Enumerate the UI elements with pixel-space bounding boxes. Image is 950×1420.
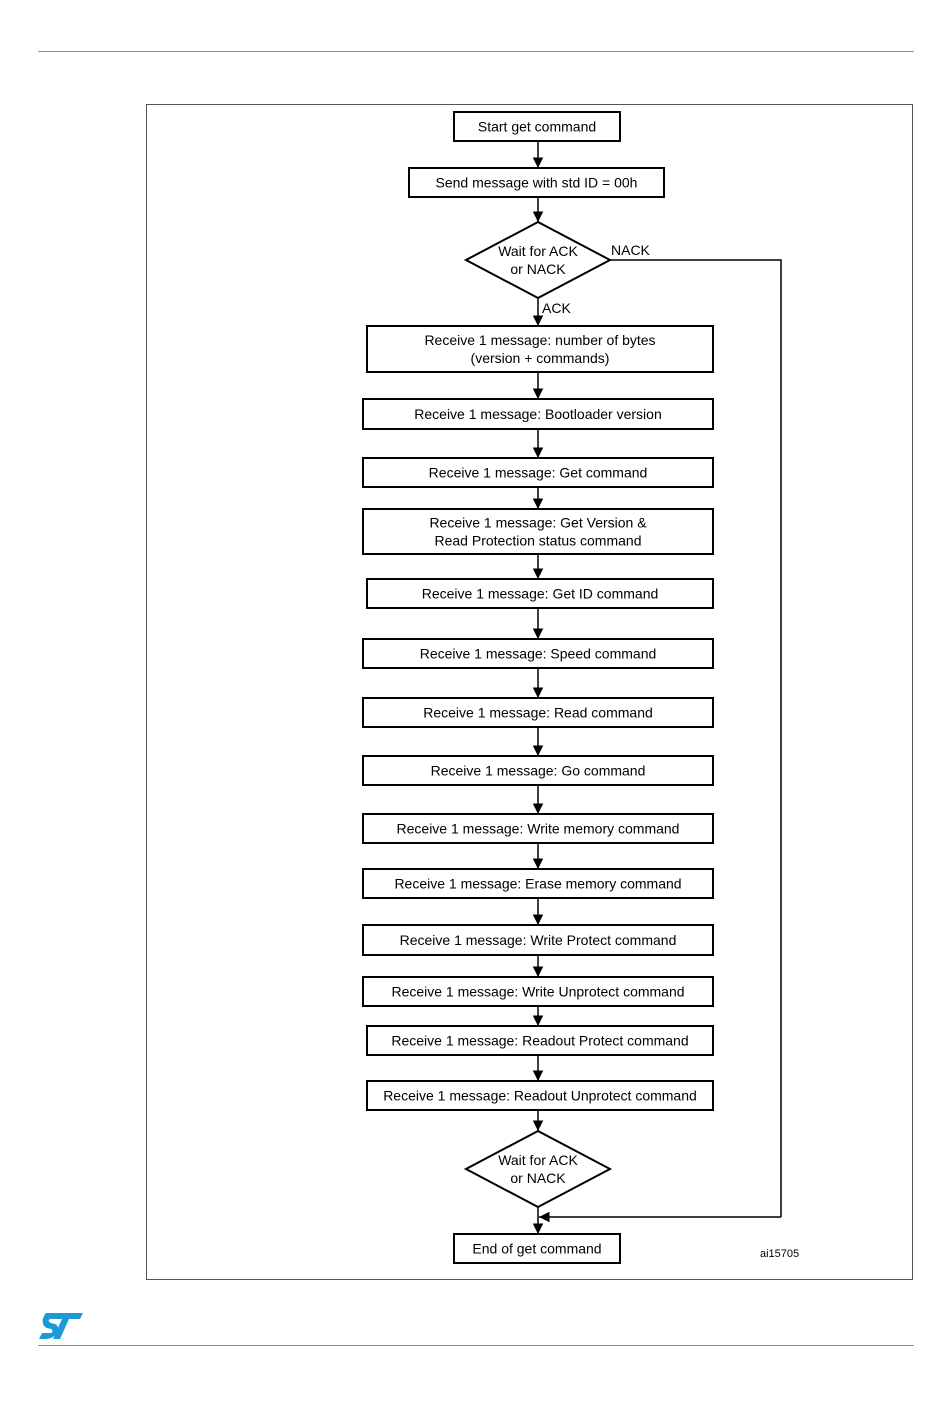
receive-step: Receive 1 message: Read command (362, 697, 714, 728)
receive-step-shape (362, 976, 714, 1007)
decision-wait-ack-2-label: or NACK (510, 1170, 566, 1186)
decision-wait-ack-2-label: Wait for ACK (498, 1152, 578, 1168)
receive-step-shape (366, 1080, 714, 1111)
receive-step: Receive 1 message: Go command (362, 755, 714, 786)
receive-step-label: Read Protection status command (435, 533, 642, 549)
receive-step-label: Receive 1 message: Erase memory command (394, 876, 681, 892)
start-node-label: Start get command (478, 119, 596, 135)
start-node: Start get command (453, 111, 621, 142)
receive-step: Receive 1 message: Readout Unprotect com… (366, 1080, 714, 1111)
receive-step-shape (362, 457, 714, 488)
footer-rule (38, 1345, 914, 1346)
nack-label: NACK (611, 242, 651, 258)
receive-step-label: Receive 1 message: Readout Protect comma… (391, 1033, 688, 1049)
receive-step: Receive 1 message: Get ID command (366, 578, 714, 609)
decision-wait-ack-2-shape (463, 1129, 613, 1209)
decision-wait-ack-2: Wait for ACK or NACK (463, 1129, 613, 1209)
receive-step-label: Receive 1 message: Speed command (420, 646, 657, 662)
receive-step-label: Receive 1 message: Readout Unprotect com… (383, 1088, 697, 1104)
receive-step-label: Receive 1 message: Go command (431, 763, 646, 779)
receive-step-shape (362, 398, 714, 430)
receive-step: Receive 1 message: Readout Protect comma… (366, 1025, 714, 1056)
receive-step: Receive 1 message: Write Unprotect comma… (362, 976, 714, 1007)
receive-step-label: Receive 1 message: Get ID command (422, 586, 659, 602)
receive-step-label: Receive 1 message: Write memory command (397, 821, 680, 837)
receive-step: Receive 1 message: Erase memory command (362, 868, 714, 899)
st-logo-icon (39, 1313, 83, 1339)
receive-step-shape (362, 638, 714, 669)
receive-step-shape (362, 697, 714, 728)
send-message-node: Send message with std ID = 00h (408, 167, 665, 198)
receive-step: Receive 1 message: Get command (362, 457, 714, 488)
receive-step: Receive 1 message: Speed command (362, 638, 714, 669)
end-node-shape (453, 1233, 621, 1264)
receive-step-shape (366, 578, 714, 609)
decision-wait-ack-1-shape (463, 220, 613, 300)
receive-step-shape (362, 924, 714, 956)
receive-step-shape (362, 508, 714, 555)
ack-label: ACK (542, 300, 571, 316)
receive-step-shape (362, 868, 714, 899)
decision-wait-ack-1-label: Wait for ACK (498, 243, 578, 259)
receive-step: Receive 1 message: Write Protect command (362, 924, 714, 956)
receive-step-label: Receive 1 message: Write Unprotect comma… (391, 984, 684, 1000)
nack-bypass-edge (610, 259, 782, 1217)
receive-step: Receive 1 message: Bootloader version (362, 398, 714, 430)
figure-id: ai15705 (760, 1248, 799, 1260)
receive-step-shape (366, 325, 714, 373)
flow-edges (532, 141, 782, 1234)
header-rule (38, 51, 914, 52)
receive-step: Receive 1 message: Get Version & Read Pro… (362, 508, 714, 555)
receive-step-label: Receive 1 message: Get command (429, 465, 648, 481)
start-node-shape (453, 111, 621, 142)
receive-step-shape (366, 1025, 714, 1056)
decision-wait-ack-1-label: or NACK (510, 261, 566, 277)
receive-step-label: (version + commands) (471, 350, 610, 366)
end-node-label: End of get command (472, 1241, 601, 1257)
figure-frame (146, 104, 913, 1280)
receive-step-label: Receive 1 message: Get Version & (429, 515, 647, 531)
send-message-node-label: Send message with std ID = 00h (436, 175, 638, 191)
end-node: End of get command (453, 1233, 621, 1264)
receive-step-label: Receive 1 message: number of bytes (424, 332, 655, 348)
send-message-node-shape (408, 167, 665, 198)
receive-step: Receive 1 message: Write memory command (362, 813, 714, 844)
receive-step-label: Receive 1 message: Read command (423, 705, 653, 721)
receive-step-label: Receive 1 message: Bootloader version (414, 406, 661, 422)
receive-step: Receive 1 message: number of bytes (versi… (366, 325, 714, 373)
receive-step-shape (362, 755, 714, 786)
receive-step-shape (362, 813, 714, 844)
decision-wait-ack-1: Wait for ACK or NACK (463, 220, 613, 300)
receive-step-label: Receive 1 message: Write Protect command (400, 932, 677, 948)
